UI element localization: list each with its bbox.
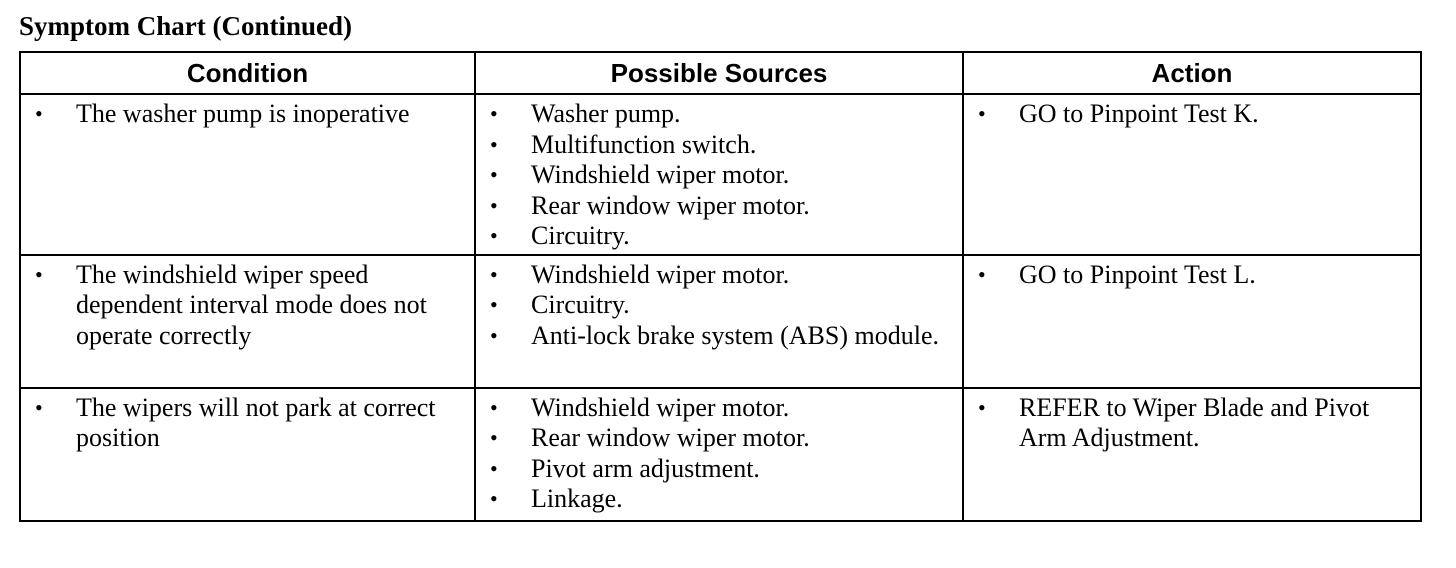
sources-list: Windshield wiper motor. Rear window wipe… — [476, 393, 962, 515]
list-item: Linkage. — [476, 484, 962, 515]
condition-list: The windshield wiper speed dependent int… — [21, 260, 474, 352]
column-header-action: Action — [962, 51, 1422, 95]
list-item: Circuitry. — [476, 290, 962, 321]
table-row: The windshield wiper speed dependent int… — [19, 253, 1422, 389]
symptom-table: Condition Possible Sources Action The wa… — [19, 51, 1422, 522]
list-item: Windshield wiper motor. — [476, 160, 962, 191]
action-cell: REFER to Wiper Blade and Pivot Arm Adjus… — [962, 386, 1422, 522]
sources-cell: Washer pump. Multifunction switch. Winds… — [474, 93, 964, 256]
list-item: Circuitry. — [476, 221, 962, 252]
header-row: Condition Possible Sources Action — [19, 51, 1422, 95]
action-cell: GO to Pinpoint Test K. — [962, 93, 1422, 256]
page-title: Symptom Chart (Continued) — [19, 11, 353, 41]
condition-list: The washer pump is inoperative — [21, 99, 474, 130]
condition-cell: The windshield wiper speed dependent int… — [19, 253, 476, 389]
column-header-possible-sources: Possible Sources — [474, 51, 964, 95]
table-row: The wipers will not park at correct posi… — [19, 386, 1422, 522]
list-item: Windshield wiper motor. — [476, 260, 962, 291]
action-list: REFER to Wiper Blade and Pivot Arm Adjus… — [964, 393, 1420, 454]
list-item: Windshield wiper motor. — [476, 393, 962, 424]
list-item: The wipers will not park at correct posi… — [21, 393, 474, 454]
sources-cell: Windshield wiper motor. Circuitry. Anti-… — [474, 253, 964, 389]
sources-list: Windshield wiper motor. Circuitry. Anti-… — [476, 260, 962, 352]
list-item: GO to Pinpoint Test K. — [964, 99, 1420, 130]
list-item: Multifunction switch. — [476, 130, 962, 161]
list-item: The washer pump is inoperative — [21, 99, 474, 130]
action-list: GO to Pinpoint Test K. — [964, 99, 1420, 130]
action-list: GO to Pinpoint Test L. — [964, 260, 1420, 291]
list-item: Pivot arm adjustment. — [476, 454, 962, 485]
condition-list: The wipers will not park at correct posi… — [21, 393, 474, 454]
condition-cell: The washer pump is inoperative — [19, 93, 476, 256]
sources-list: Washer pump. Multifunction switch. Winds… — [476, 99, 962, 252]
list-item: Rear window wiper motor. — [476, 423, 962, 454]
column-header-condition: Condition — [19, 51, 476, 95]
condition-cell: The wipers will not park at correct posi… — [19, 386, 476, 522]
list-item: REFER to Wiper Blade and Pivot Arm Adjus… — [964, 393, 1420, 454]
sources-cell: Windshield wiper motor. Rear window wipe… — [474, 386, 964, 522]
list-item: The windshield wiper speed dependent int… — [21, 260, 474, 352]
list-item: Anti-lock brake system (ABS) module. — [476, 321, 962, 352]
table-row: The washer pump is inoperative Washer pu… — [19, 93, 1422, 256]
list-item: GO to Pinpoint Test L. — [964, 260, 1420, 291]
action-cell: GO to Pinpoint Test L. — [962, 253, 1422, 389]
list-item: Washer pump. — [476, 99, 962, 130]
list-item: Rear window wiper motor. — [476, 191, 962, 222]
